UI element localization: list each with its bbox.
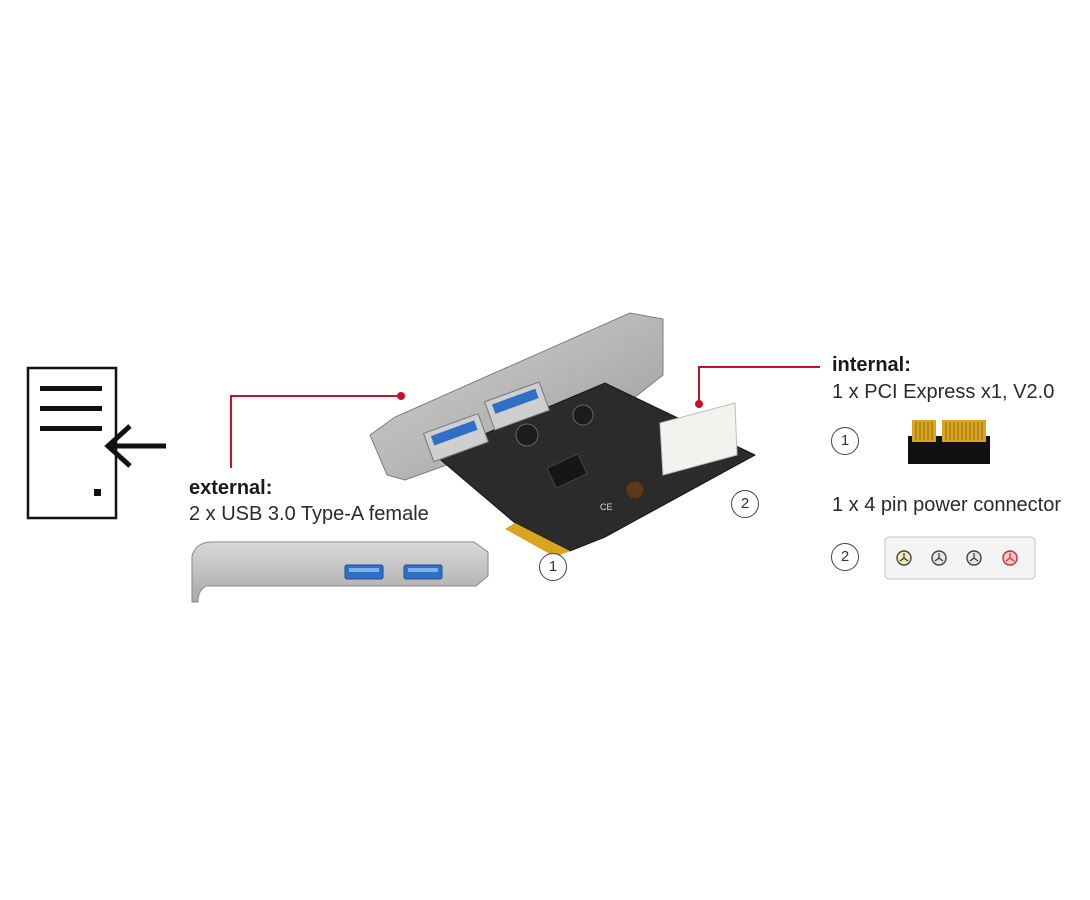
internal-leader-dot xyxy=(695,400,703,408)
internal-heading: internal: xyxy=(832,354,911,376)
pcie-x1-connector-icon xyxy=(908,420,990,464)
pcie-card-image: CE xyxy=(369,312,757,555)
callout-1-card: 1 xyxy=(539,553,567,581)
internal-leader-line xyxy=(698,366,820,404)
callout-1-legend: 1 xyxy=(831,427,859,455)
callout-2-card: 2 xyxy=(731,490,759,518)
4-pin-power-connector-icon xyxy=(884,536,1036,580)
external-leader-line xyxy=(230,395,401,468)
computer-case-icon xyxy=(26,366,166,520)
internal-pcie-description: 1 x PCI Express x1, V2.0 xyxy=(832,381,1055,403)
svg-text:CE: CE xyxy=(600,502,613,512)
external-leader-dot xyxy=(397,392,405,400)
external-description: 2 x USB 3.0 Type-A female xyxy=(189,503,429,525)
low-profile-bracket xyxy=(191,541,489,603)
arrow-left-icon xyxy=(104,424,166,468)
external-heading: external: xyxy=(189,477,273,499)
internal-power-description: 1 x 4 pin power connector xyxy=(832,494,1062,516)
callout-2-legend: 2 xyxy=(831,543,859,571)
